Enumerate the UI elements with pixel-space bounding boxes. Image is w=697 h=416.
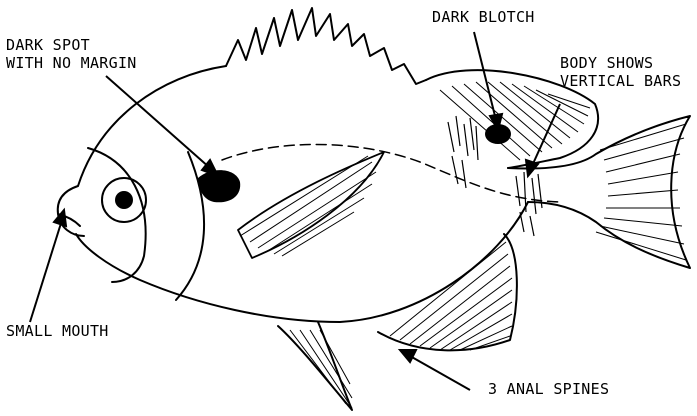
label-dark-blotch: DARK BLOTCH <box>432 8 535 26</box>
label-vertical-bars: BODY SHOWS VERTICAL BARS <box>560 54 681 90</box>
label-small-mouth: SMALL MOUTH <box>6 322 109 340</box>
mouth <box>58 186 84 236</box>
dark-spot <box>198 170 240 202</box>
label-anal-spines: 3 ANAL SPINES <box>488 380 609 398</box>
gill-flap <box>176 152 204 300</box>
spiny-dorsal-fin <box>226 8 426 84</box>
vertical-bar-2 <box>516 172 542 236</box>
tail-fin <box>508 116 690 268</box>
lateral-line <box>222 144 560 202</box>
eye-pupil <box>115 191 133 209</box>
vertical-bar-1 <box>448 116 478 188</box>
label-dark-spot: DARK SPOT WITH NO MARGIN <box>6 36 137 72</box>
operculum <box>88 148 146 282</box>
